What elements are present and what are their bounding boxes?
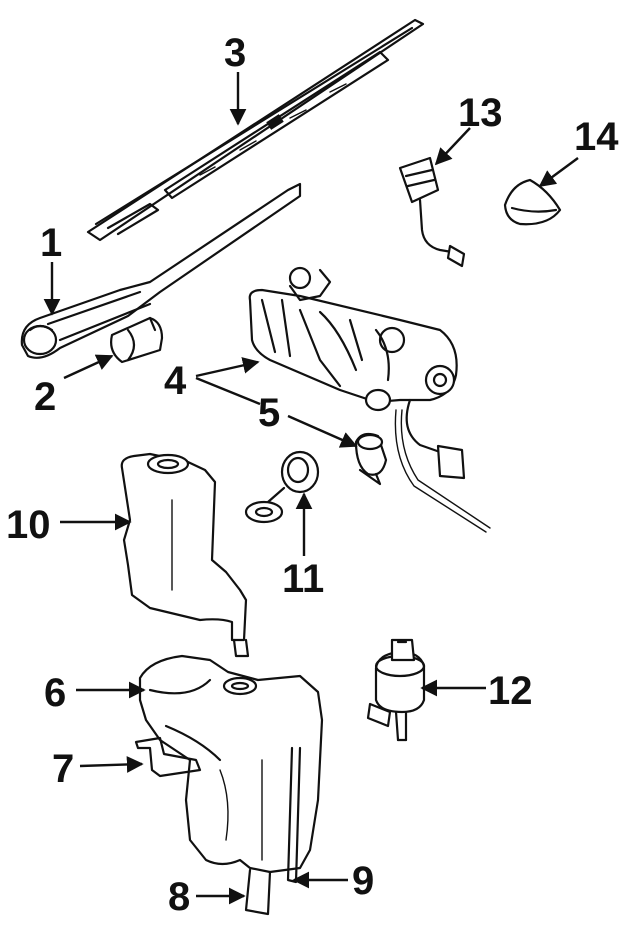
callout-12: 12 — [488, 669, 533, 713]
callout-14: 14 — [574, 115, 619, 159]
leader-5 — [287, 414, 358, 448]
callout-labels: 3 1 2 13 14 4 5 10 11 12 6 7 8 9 — [6, 31, 619, 919]
washer-reservoir-upper — [120, 452, 250, 658]
leader-2 — [63, 354, 114, 380]
leader-14 — [538, 157, 579, 187]
arm-cap — [110, 316, 164, 364]
callout-9: 9 — [352, 859, 374, 903]
callout-7: 7 — [52, 747, 74, 791]
callout-2: 2 — [34, 375, 56, 419]
callout-5: 5 — [258, 391, 280, 435]
wiper-motor-assembly — [248, 266, 491, 533]
pivot-bushing — [354, 432, 388, 486]
callout-1: 1 — [40, 221, 62, 265]
washer-nozzle — [398, 156, 466, 268]
reservoir-cap — [244, 450, 320, 524]
washer-pump — [366, 638, 426, 742]
callout-4: 4 — [164, 359, 187, 403]
leader-lines — [43, 72, 579, 905]
callout-10: 10 — [6, 503, 51, 547]
leader-4a — [195, 357, 260, 378]
callout-6: 6 — [44, 671, 66, 715]
washer-reservoir-lower — [138, 654, 324, 916]
wiper-blade — [86, 18, 425, 242]
reservoir-bracket — [134, 736, 202, 778]
callout-8: 8 — [168, 875, 190, 919]
nozzle-cap — [503, 178, 562, 226]
leader-13 — [434, 127, 471, 166]
callout-11: 11 — [282, 557, 324, 601]
wiper-arm — [20, 182, 302, 359]
leader-7 — [79, 756, 144, 773]
leader-4b — [195, 376, 261, 406]
callout-13: 13 — [458, 91, 503, 135]
callout-3: 3 — [224, 31, 246, 75]
